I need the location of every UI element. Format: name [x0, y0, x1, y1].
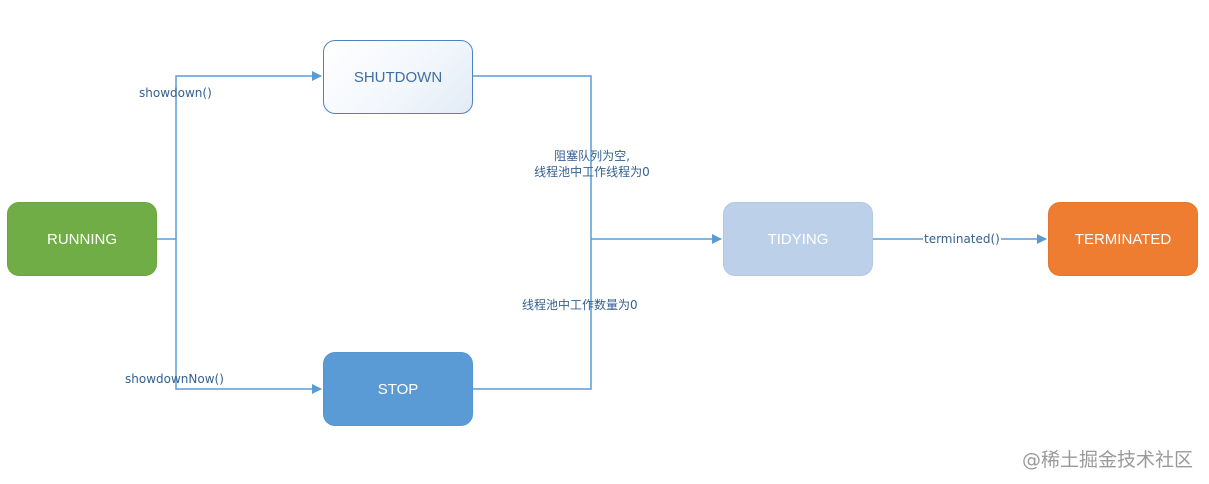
- edge-running-to-stop: [175, 239, 322, 394]
- state-tidying-label: TIDYING: [767, 230, 829, 248]
- edge-label-queue-empty-line2: 线程池中工作线程为0: [534, 165, 650, 179]
- edge-label-worker-count-zero: 线程池中工作数量为0: [522, 298, 638, 312]
- state-terminated: TERMINATED: [1048, 202, 1198, 276]
- state-running-label: RUNNING: [47, 230, 117, 248]
- edge-running-to-shutdown: [157, 71, 322, 240]
- edge-label-showdown: showdown(): [139, 86, 212, 100]
- edge-stop-to-tidying: [473, 239, 592, 390]
- edge-label-queue-empty-line1: 阻塞队列为空,: [554, 149, 630, 163]
- state-running: RUNNING: [7, 202, 157, 276]
- edge-label-showdown-now: showdownNow(): [125, 372, 224, 386]
- watermark: @稀土掘金技术社区: [1021, 449, 1193, 471]
- edge-label-terminated: terminated(): [923, 231, 1001, 247]
- state-tidying: TIDYING: [723, 202, 873, 276]
- state-terminated-label: TERMINATED: [1074, 230, 1172, 248]
- edge-shutdown-to-tidying: [473, 75, 592, 239]
- state-stop: STOP: [323, 352, 473, 426]
- state-stop-label: STOP: [377, 380, 419, 398]
- state-shutdown-label: SHUTDOWN: [353, 68, 443, 86]
- state-shutdown: SHUTDOWN: [323, 40, 473, 114]
- edge-label-queue-empty: 阻塞队列为空, 线程池中工作线程为0: [512, 148, 672, 180]
